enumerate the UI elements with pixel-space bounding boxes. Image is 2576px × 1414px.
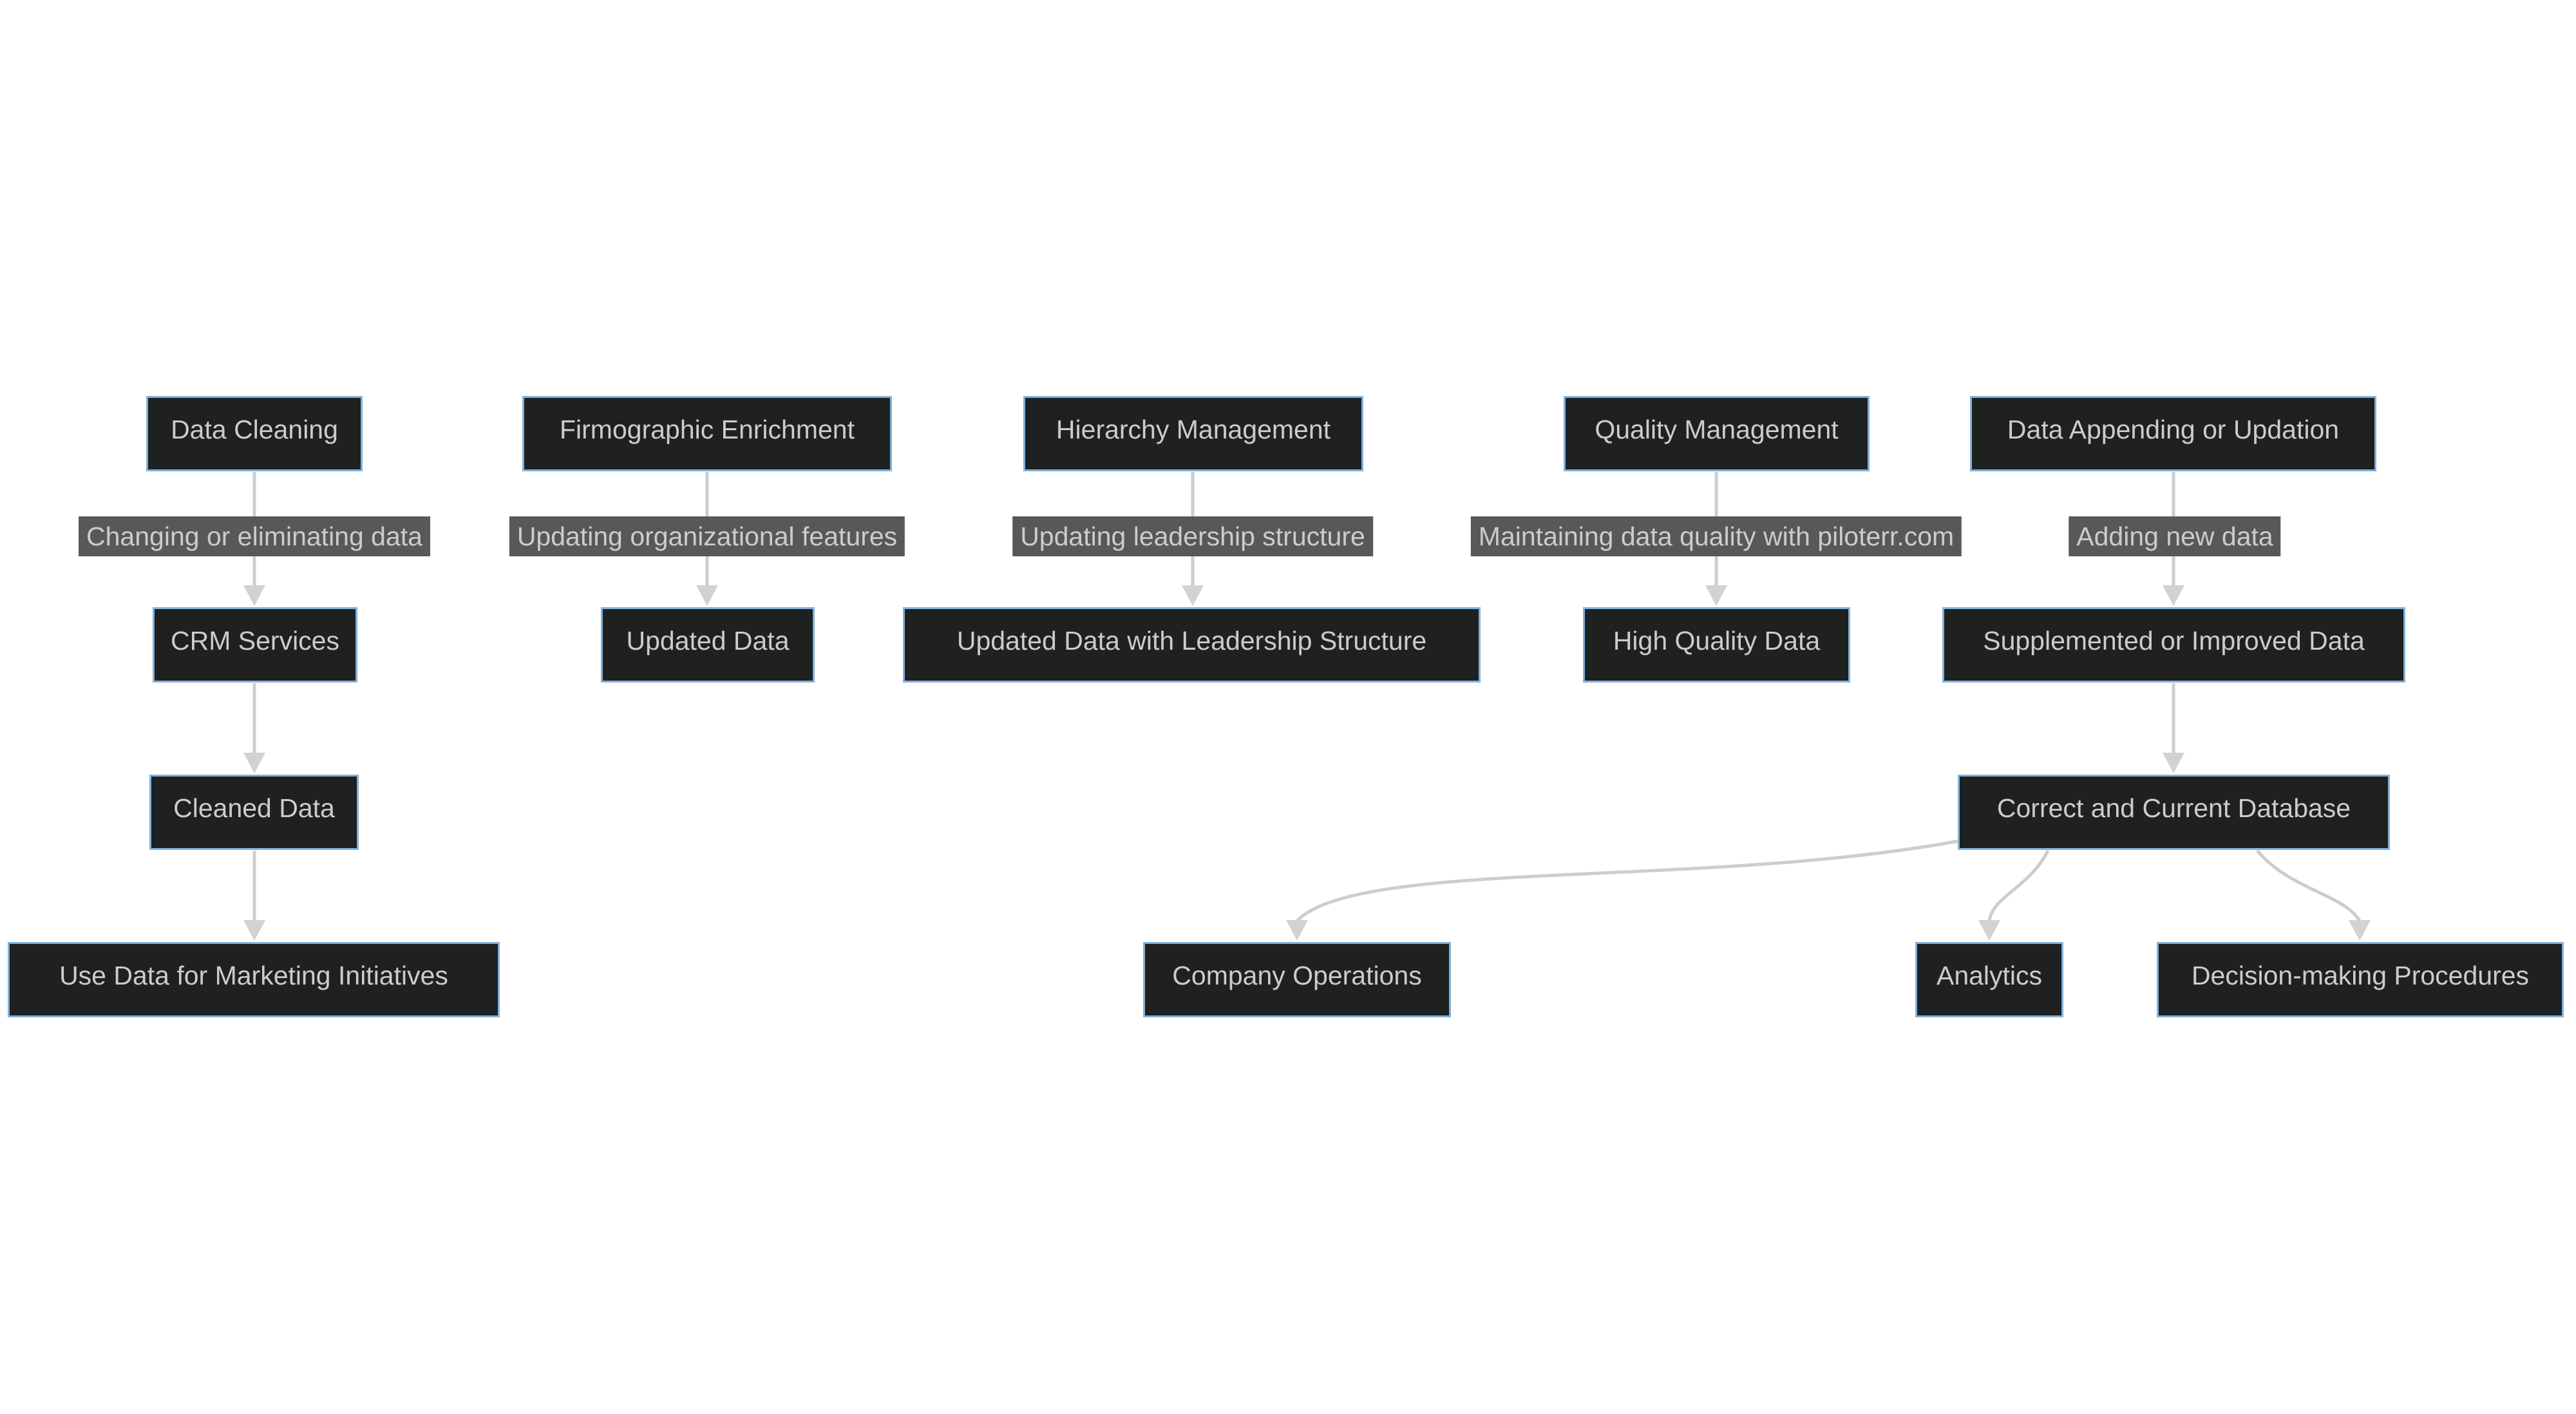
node-correct-and-current-database: Correct and Current Database	[1958, 775, 2390, 850]
arrowhead-icon	[1182, 585, 1204, 606]
arrowhead-icon	[243, 753, 265, 773]
arrowhead-icon	[2163, 585, 2184, 606]
node-high-quality-data: High Quality Data	[1583, 607, 1850, 683]
arrowhead-icon	[1286, 920, 1308, 941]
node-use-data-for-marketing-initiatives: Use Data for Marketing Initiatives	[8, 942, 500, 1017]
edge-label-changing-or-eliminating-data: Changing or eliminating data	[79, 516, 430, 556]
node-crm-services: CRM Services	[153, 607, 357, 683]
node-updated-data-with-leadership-structure: Updated Data with Leadership Structure	[903, 607, 1481, 683]
arrowhead-icon	[696, 585, 718, 606]
node-data-cleaning: Data Cleaning	[146, 396, 363, 471]
node-hierarchy-management: Hierarchy Management	[1023, 396, 1363, 471]
node-supplemented-or-improved-data: Supplemented or Improved Data	[1942, 607, 2405, 683]
edge-correct-database-to-analytics	[1987, 849, 2050, 921]
arrowhead-icon	[2349, 920, 2371, 941]
node-updated-data: Updated Data	[601, 607, 815, 683]
edge-correct-database-to-decision-making	[2256, 849, 2362, 922]
edge-correct-database-to-company-operations	[1296, 839, 1960, 922]
arrowhead-icon	[2163, 753, 2184, 773]
arrowhead-icon	[1978, 920, 2000, 941]
edge-label-updating-organizational-features: Updating organizational features	[509, 516, 905, 556]
node-analytics: Analytics	[1915, 942, 2063, 1017]
node-data-appending-or-updation: Data Appending or Updation	[1970, 396, 2376, 471]
arrowhead-icon	[243, 920, 265, 941]
node-company-operations: Company Operations	[1143, 942, 1451, 1017]
node-cleaned-data: Cleaned Data	[149, 775, 359, 850]
arrowhead-icon	[1705, 585, 1727, 606]
edge-label-updating-leadership-structure: Updating leadership structure	[1012, 516, 1373, 556]
edge-label-maintaining-data-quality: Maintaining data quality with piloterr.c…	[1470, 516, 1962, 556]
edge-label-adding-new-data: Adding new data	[2069, 516, 2281, 556]
arrowhead-icon	[243, 585, 265, 606]
node-decision-making-procedures: Decision-making Procedures	[2157, 942, 2564, 1017]
node-quality-management: Quality Management	[1564, 396, 1870, 471]
node-firmographic-enrichment: Firmographic Enrichment	[522, 396, 892, 471]
